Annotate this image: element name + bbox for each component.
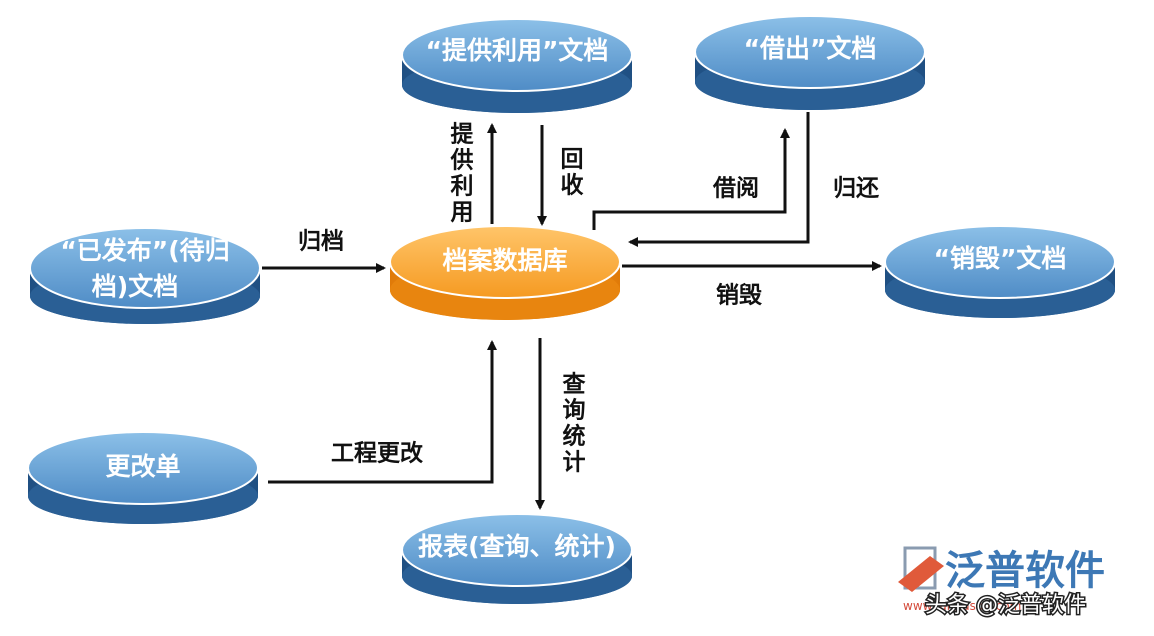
arrow-borrow	[592, 128, 790, 230]
toutiao-credit: 头条 @泛普软件	[925, 593, 1086, 618]
provide-docs-node: “提供利用”文档	[401, 18, 633, 113]
connector-arrows	[262, 112, 882, 510]
label-return: 归还	[833, 175, 880, 202]
label-query-stats-char-1: 查	[563, 372, 586, 398]
fanpu-logo-text: 泛普软件	[945, 548, 1105, 594]
fanpu-logo-icon	[898, 546, 944, 592]
arrow-return	[628, 112, 810, 247]
label-provide-use-char-3: 利	[451, 174, 474, 200]
fanpu-logo-url: www.fanpusoft.com	[903, 599, 1021, 613]
borrow-docs-label: “借出”文档	[744, 34, 877, 63]
report-node: 报表(查询、统计)	[401, 513, 633, 604]
label-query-stats: 查 询 统 计	[563, 372, 586, 476]
label-query-stats-char-2: 询	[563, 397, 586, 424]
label-recall-char-1: 回	[561, 147, 584, 173]
change-order-label: 更改单	[105, 452, 180, 481]
label-provide-use-char-4: 用	[451, 200, 474, 226]
label-provide-use-char-2: 供	[450, 147, 474, 174]
label-engineering-change: 工程更改	[331, 441, 423, 467]
label-borrow: 借阅	[712, 176, 759, 202]
label-archive: 归档	[298, 228, 344, 255]
destroy-docs-node: “销毁”文档	[884, 225, 1116, 318]
label-recall-char-2: 收	[561, 172, 584, 199]
fanpu-logo: 泛普软件 www.fanpusoft.com	[898, 546, 1105, 613]
archive-database-node: 档案数据库	[389, 225, 621, 320]
label-destroy: 销毁	[716, 283, 762, 309]
published-docs-label-line2: 档)文档	[92, 272, 178, 301]
report-label: 报表(查询、统计)	[418, 532, 616, 561]
arrow-engineering-change	[268, 340, 497, 484]
destroy-docs-label: “销毁”文档	[934, 244, 1067, 273]
archive-database-label: 档案数据库	[442, 246, 567, 275]
borrow-docs-node: “借出”文档	[694, 15, 926, 110]
published-docs-label-line1: “已发布”(待归	[60, 236, 229, 265]
label-provide-use: 提 供 利 用	[450, 121, 475, 226]
change-order-node: 更改单	[27, 431, 259, 524]
published-docs-node: “已发布”(待归 档)文档	[29, 227, 261, 324]
label-query-stats-char-4: 计	[563, 450, 586, 476]
provide-docs-label: “提供利用”文档	[426, 36, 609, 65]
label-provide-use-char-1: 提	[451, 121, 475, 148]
label-recall: 回 收	[561, 147, 584, 199]
label-query-stats-char-3: 统	[563, 423, 586, 450]
